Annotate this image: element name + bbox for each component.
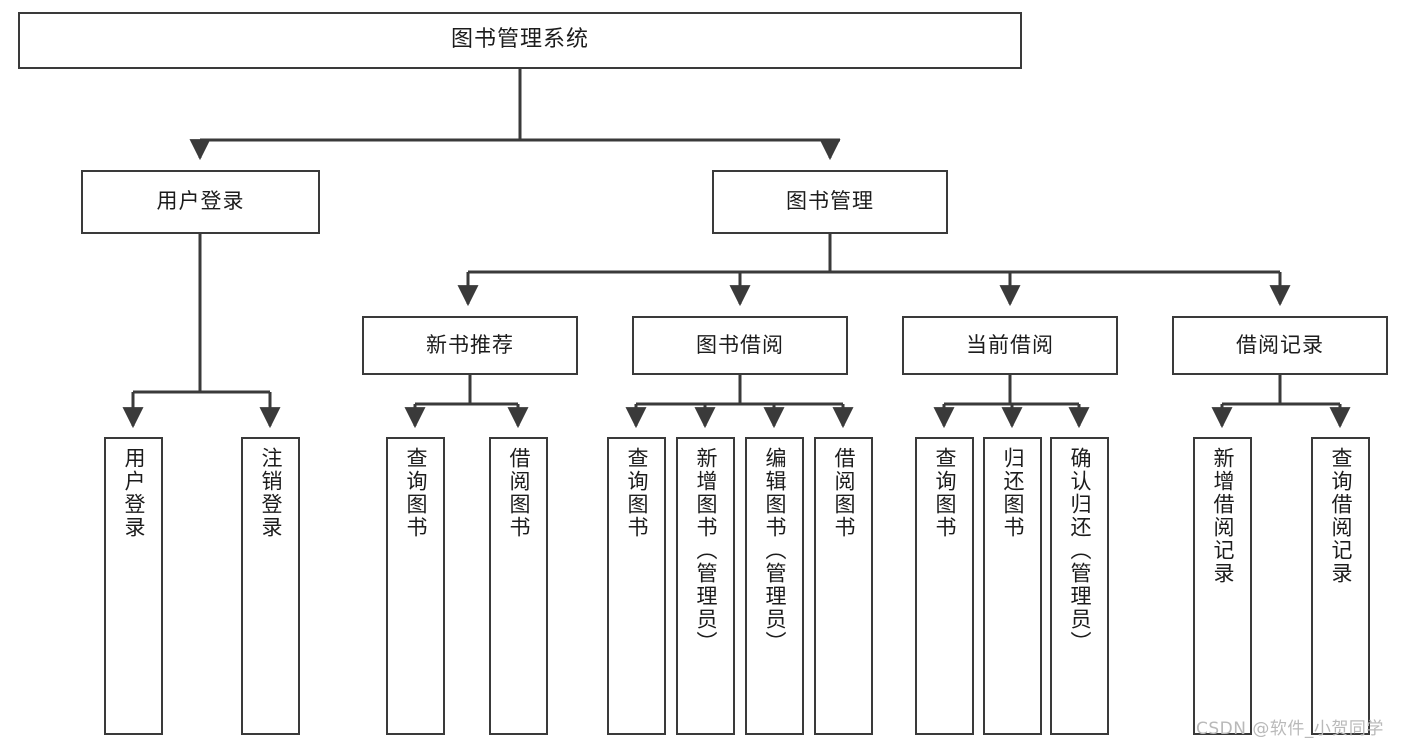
leaf-label: 确认归还（管理员） bbox=[1067, 447, 1092, 654]
leaf-label: 新增图书（管理员） bbox=[693, 447, 718, 654]
leaf-book-borrow-edit-book-admin[interactable]: 编辑图书（管理员） bbox=[745, 437, 804, 735]
leaf-book-borrow-query-book[interactable]: 查询图书 bbox=[607, 437, 666, 735]
csdn-watermark: CSDN @软件_小贺同学 bbox=[1196, 719, 1384, 739]
leaf-book-borrow-add-book-admin[interactable]: 新增图书（管理员） bbox=[676, 437, 735, 735]
leaf-user-login-signout[interactable]: 注销登录 bbox=[241, 437, 300, 735]
leaf-label: 归还图书 bbox=[1000, 447, 1025, 539]
leaf-label: 编辑图书（管理员） bbox=[762, 447, 787, 654]
node-label: 新书推荐 bbox=[426, 332, 514, 357]
node-book-borrow[interactable]: 图书借阅 bbox=[632, 316, 848, 375]
leaf-label: 新增借阅记录 bbox=[1210, 447, 1235, 585]
leaf-borrow-record-query-record[interactable]: 查询借阅记录 bbox=[1311, 437, 1370, 735]
leaf-current-borrow-return-book[interactable]: 归还图书 bbox=[983, 437, 1042, 735]
leaf-new-book-query-book[interactable]: 查询图书 bbox=[386, 437, 445, 735]
node-label: 用户登录 bbox=[156, 189, 245, 214]
leaf-borrow-record-add-record[interactable]: 新增借阅记录 bbox=[1193, 437, 1252, 735]
leaf-current-borrow-confirm-return-admin[interactable]: 确认归还（管理员） bbox=[1050, 437, 1109, 735]
leaf-label: 注销登录 bbox=[258, 447, 283, 539]
leaf-label: 查询图书 bbox=[932, 447, 957, 539]
leaf-label: 借阅图书 bbox=[831, 447, 856, 539]
leaf-label: 借阅图书 bbox=[506, 447, 531, 539]
node-label: 图书管理系统 bbox=[450, 27, 589, 53]
leaf-new-book-borrow-book[interactable]: 借阅图书 bbox=[489, 437, 548, 735]
node-label: 借阅记录 bbox=[1236, 332, 1324, 357]
node-current-borrow[interactable]: 当前借阅 bbox=[902, 316, 1118, 375]
node-new-book-recommend[interactable]: 新书推荐 bbox=[362, 316, 578, 375]
node-borrow-record[interactable]: 借阅记录 bbox=[1172, 316, 1388, 375]
leaf-user-login-signin[interactable]: 用户登录 bbox=[104, 437, 163, 735]
leaf-label: 用户登录 bbox=[121, 447, 146, 539]
node-label: 当前借阅 bbox=[966, 332, 1054, 357]
node-label: 图书借阅 bbox=[696, 332, 784, 357]
node-user-login[interactable]: 用户登录 bbox=[81, 170, 320, 234]
leaf-label: 查询图书 bbox=[403, 447, 428, 539]
node-label: 图书管理 bbox=[786, 189, 874, 214]
leaf-label: 查询图书 bbox=[624, 447, 649, 539]
leaf-current-borrow-query-book[interactable]: 查询图书 bbox=[915, 437, 974, 735]
node-root-book-management-system[interactable]: 图书管理系统 bbox=[18, 12, 1022, 69]
leaf-label: 查询借阅记录 bbox=[1328, 447, 1353, 585]
leaf-book-borrow-borrow-book[interactable]: 借阅图书 bbox=[814, 437, 873, 735]
node-book-management[interactable]: 图书管理 bbox=[712, 170, 948, 234]
